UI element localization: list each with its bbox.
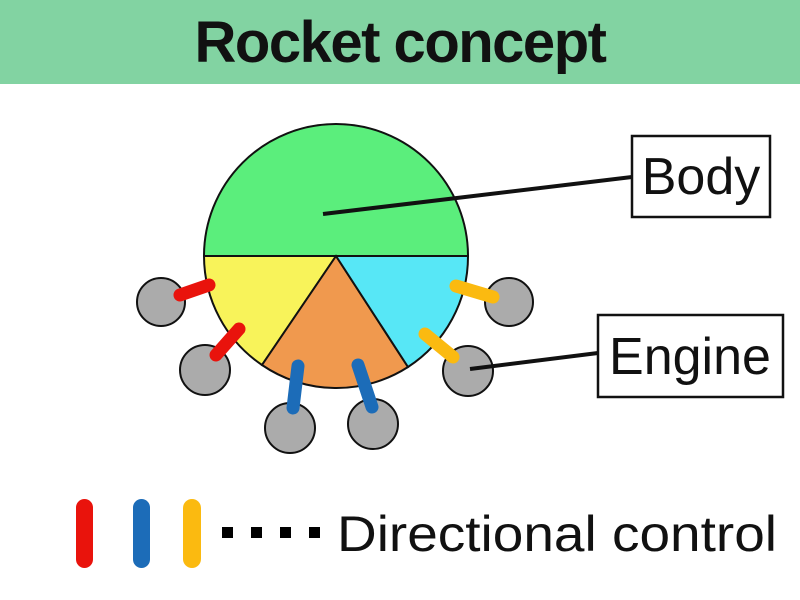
engine-callout-label: Engine bbox=[609, 328, 771, 386]
engine-pod-right-upper bbox=[484, 277, 534, 327]
engine-leader-line bbox=[469, 351, 599, 371]
engine-callout: Engine bbox=[596, 313, 785, 399]
legend-dot bbox=[251, 527, 262, 538]
body-slice-orange bbox=[260, 254, 410, 390]
body-callout-label: Body bbox=[642, 148, 761, 206]
legend-label: Directional control bbox=[337, 506, 777, 562]
thrust-bar-yellow-lower bbox=[418, 327, 460, 364]
body-callout-box bbox=[630, 134, 772, 219]
body-callout: Body bbox=[630, 134, 772, 219]
legend-dot bbox=[309, 527, 320, 538]
thrust-bar-blue-right bbox=[351, 358, 379, 414]
thrust-bar-red-upper bbox=[173, 278, 216, 302]
body-leader-line bbox=[322, 175, 633, 216]
thrust-bar-yellow-upper bbox=[449, 279, 500, 304]
slide-header: Rocket concept bbox=[0, 0, 800, 84]
legend-dot bbox=[280, 527, 291, 538]
legend-bar-blue bbox=[133, 499, 150, 568]
engine-callout-box bbox=[596, 313, 785, 399]
body-slice-green bbox=[202, 123, 470, 257]
engine-pod-left-upper bbox=[136, 277, 186, 327]
thrust-bar-red-lower bbox=[209, 322, 246, 362]
slide-title: Rocket concept bbox=[194, 9, 607, 75]
thrust-bar-blue-left bbox=[286, 359, 305, 415]
legend-dot bbox=[222, 527, 233, 538]
legend-bar-yellow bbox=[183, 499, 201, 568]
legend: Directional control bbox=[76, 499, 777, 568]
engine-pods bbox=[136, 277, 534, 454]
rocket-body-pie bbox=[202, 123, 470, 390]
thrust-bars bbox=[173, 278, 500, 415]
legend-bar-red bbox=[76, 499, 93, 568]
